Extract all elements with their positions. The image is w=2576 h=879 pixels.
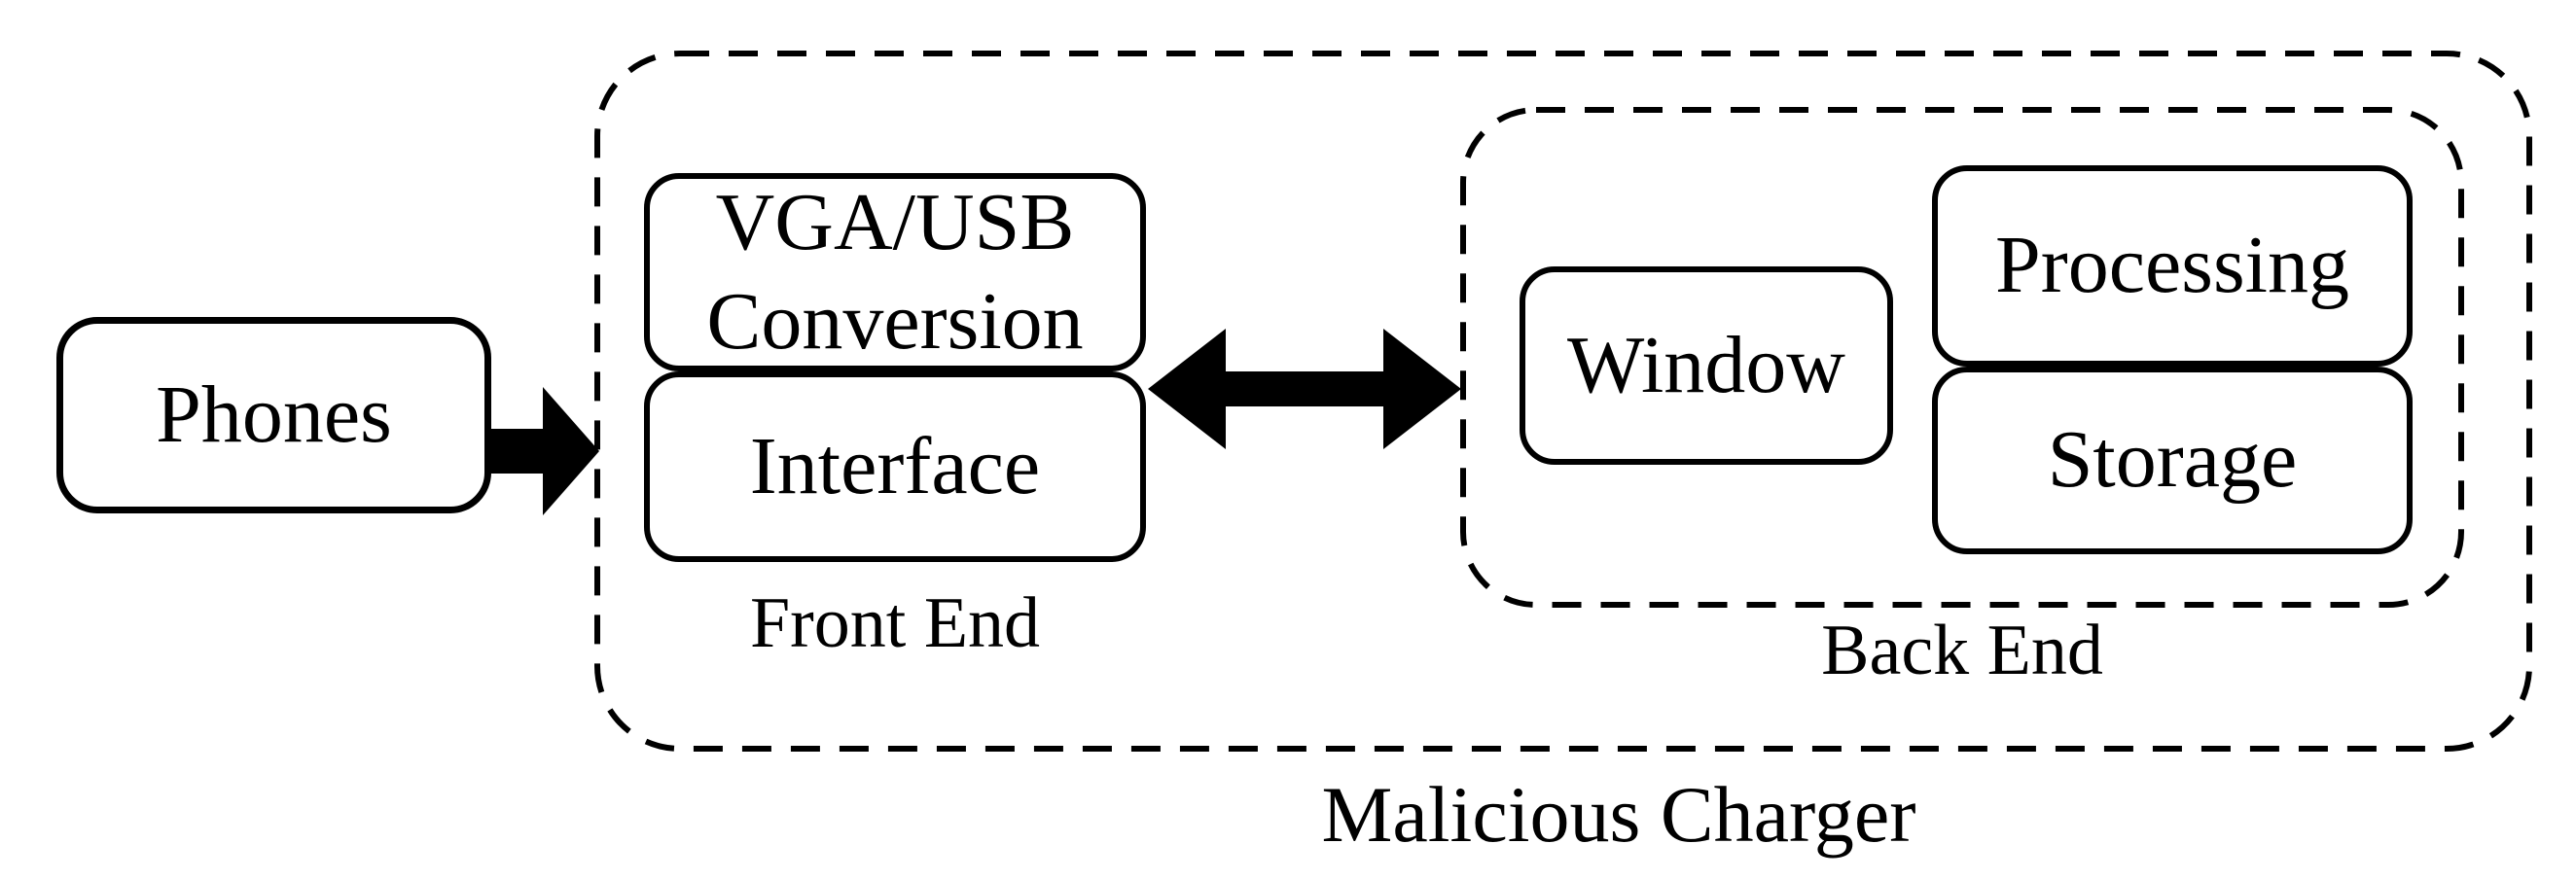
vga-usb-conversion-label-line2: Conversion [706, 276, 1084, 367]
storage-node: Storage [1932, 367, 2413, 554]
vga-usb-conversion-node: VGA/USB Conversion [644, 173, 1146, 371]
frontend-backend-double-arrow [1148, 329, 1461, 449]
back-end-dashed-border [1460, 107, 2464, 608]
interface-node-label: Interface [749, 420, 1041, 511]
window-node: Window [1520, 266, 1893, 465]
processing-node: Processing [1932, 165, 2413, 367]
processing-node-label: Processing [1995, 220, 2349, 311]
phones-node-label: Phones [156, 369, 392, 460]
back-end-group-label: Back End [1821, 611, 2103, 690]
malicious-charger-group-label: Malicious Charger [1321, 770, 1916, 859]
vga-usb-conversion-label-line1: VGA/USB [715, 177, 1075, 267]
phones-node: Phones [56, 317, 491, 513]
storage-node-label: Storage [2047, 414, 2298, 506]
window-node-label: Window [1567, 319, 1845, 410]
malicious-charger-dashed-border [594, 51, 2532, 752]
interface-node: Interface [644, 371, 1146, 562]
phones-to-charger-arrow [491, 387, 599, 515]
front-end-group-label: Front End [749, 583, 1041, 663]
